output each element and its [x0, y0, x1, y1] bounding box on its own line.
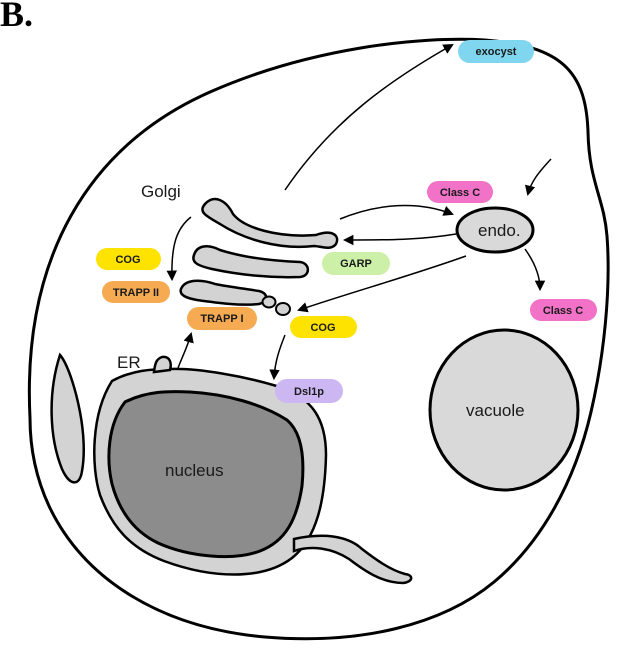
complex-trapp-ii: TRAPP II	[102, 281, 170, 303]
exocyst-label: exocyst	[476, 46, 517, 58]
dsl1p-label: Dsl1p	[294, 386, 324, 398]
complex-trapp-i: TRAPP I	[187, 307, 257, 330]
vacuole-label: vacuole	[466, 401, 525, 420]
cog-right-label: COG	[310, 322, 335, 334]
incoming-endocytic-arrow	[528, 159, 551, 194]
golgi-to-er-arrow	[274, 335, 285, 378]
endosome-label: endo.	[478, 221, 521, 240]
garp-label: GARP	[340, 258, 372, 270]
golgi-vesicle-2	[276, 303, 290, 315]
nucleus-label: nucleus	[165, 461, 224, 480]
golgi-to-exocyst-arrow	[285, 45, 452, 190]
endosome-to-vacuole-arrow	[525, 249, 540, 289]
er-bud	[154, 357, 171, 372]
golgi-stack	[181, 199, 337, 315]
complex-cog-left: COG	[96, 248, 161, 270]
complex-exocyst: exocyst	[458, 40, 534, 63]
class-c-endosome-label: Class C	[440, 187, 480, 199]
er-to-golgi-arrow	[178, 334, 191, 368]
trapp-ii-label: TRAPP II	[113, 287, 159, 299]
complex-dsl1p: Dsl1p	[275, 379, 343, 403]
golgi-internal-arrow	[172, 217, 191, 279]
golgi-vesicle-1	[263, 297, 276, 308]
golgi-to-endosome-arrow	[340, 205, 452, 219]
golgi-cisterna-3	[181, 281, 266, 305]
complex-class-c-endosome: Class C	[427, 181, 493, 203]
er-label: ER	[117, 353, 141, 372]
class-c-vacuole-label: Class C	[543, 305, 583, 317]
panel-letter: B.	[0, 0, 33, 32]
golgi-cisterna-2	[193, 246, 308, 277]
golgi-cisterna-1	[202, 199, 337, 248]
complex-cog-right: COG	[290, 316, 357, 338]
endosome-to-golgi-arrow	[345, 234, 456, 240]
complex-class-c-vacuole: Class C	[530, 299, 597, 321]
peripheral-er	[52, 355, 84, 482]
cog-left-label: COG	[115, 254, 140, 266]
trapp-i-label: TRAPP I	[200, 313, 243, 325]
er-tail	[294, 536, 411, 583]
golgi-label: Golgi	[141, 182, 181, 201]
complex-garp: GARP	[322, 252, 390, 275]
